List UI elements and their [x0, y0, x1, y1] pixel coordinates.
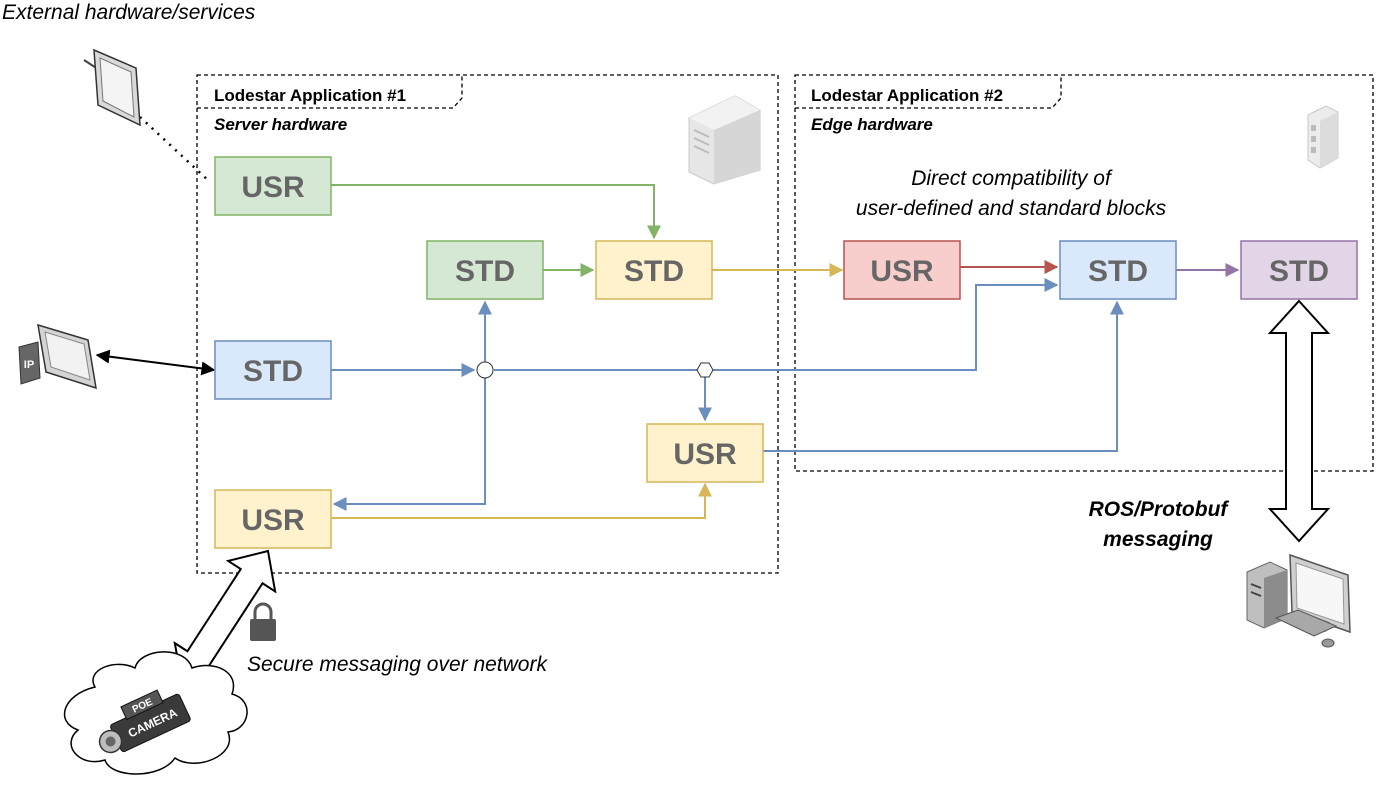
tablet-icon: [83, 48, 141, 127]
app1-panel: Lodestar Application #1 Server hardware: [196, 74, 779, 574]
block-std-purple-label: STD: [1269, 255, 1329, 288]
block-std-purple[interactable]: STD: [1240, 240, 1358, 300]
block-usr-yellow-mid-label: USR: [673, 438, 737, 471]
external-services-label: External hardware/services: [2, 1, 256, 24]
block-usr-yellow-bottom[interactable]: USR: [214, 489, 332, 549]
junction-node-2: [696, 362, 714, 378]
connector-usr-bottom-to-usr-mid: [331, 482, 712, 519]
compat-note-line1: Direct compatibility of: [911, 167, 1113, 190]
app2-panel: Lodestar Application #2 Edge hardware: [794, 74, 1374, 472]
compat-note-line2: user-defined and standard blocks: [856, 197, 1167, 220]
server-tower-icon: [688, 95, 761, 185]
app2-title: Lodestar Application #2: [811, 86, 1003, 105]
junction-node-1: [476, 361, 494, 379]
connector-blue-main-to-std-right: [494, 278, 1059, 371]
block-std-blue-left-label: STD: [243, 355, 303, 388]
secure-messaging-note: Secure messaging over network: [247, 653, 548, 676]
block-usr-green[interactable]: USR: [214, 156, 332, 216]
block-std-yellow-top[interactable]: STD: [595, 240, 713, 300]
connector-usr-mid-to-std-right: [763, 300, 1124, 452]
block-usr-yellow-mid[interactable]: USR: [646, 423, 764, 483]
connector-usr-green-to-std-yellow: [331, 184, 661, 240]
ros-messaging-double-arrow: [1267, 299, 1331, 543]
ros-note-line1: ROS/Protobuf: [1089, 498, 1230, 521]
connector-blue-to-usr-bottom: [332, 370, 486, 511]
ros-note-line2: messaging: [1103, 528, 1213, 551]
ip-display-link-arrow: [95, 349, 216, 376]
block-usr-red[interactable]: USR: [843, 240, 961, 300]
block-std-blue-right-label: STD: [1088, 255, 1148, 288]
block-std-green[interactable]: STD: [426, 240, 544, 300]
poe-camera-icon: POE CAMERA: [98, 689, 191, 754]
block-std-blue-left[interactable]: STD: [214, 340, 332, 400]
block-std-blue-right[interactable]: STD: [1059, 240, 1177, 300]
desktop-computer-icon: [1246, 553, 1351, 648]
block-std-yellow-top-label: STD: [624, 255, 684, 288]
app1-subtitle: Server hardware: [214, 115, 347, 134]
block-std-green-label: STD: [455, 255, 515, 288]
app2-subtitle: Edge hardware: [811, 115, 933, 134]
lock-icon: [250, 602, 276, 641]
app1-title: Lodestar Application #1: [214, 86, 406, 105]
tablet-link-dotted: [139, 116, 211, 183]
ip-display-icon: IP: [18, 323, 97, 390]
block-usr-green-label: USR: [241, 171, 305, 204]
edge-device-icon: [1307, 105, 1339, 169]
block-usr-yellow-bottom-label: USR: [241, 504, 305, 537]
ip-badge-text: IP: [24, 359, 34, 371]
block-usr-red-label: USR: [870, 255, 934, 288]
